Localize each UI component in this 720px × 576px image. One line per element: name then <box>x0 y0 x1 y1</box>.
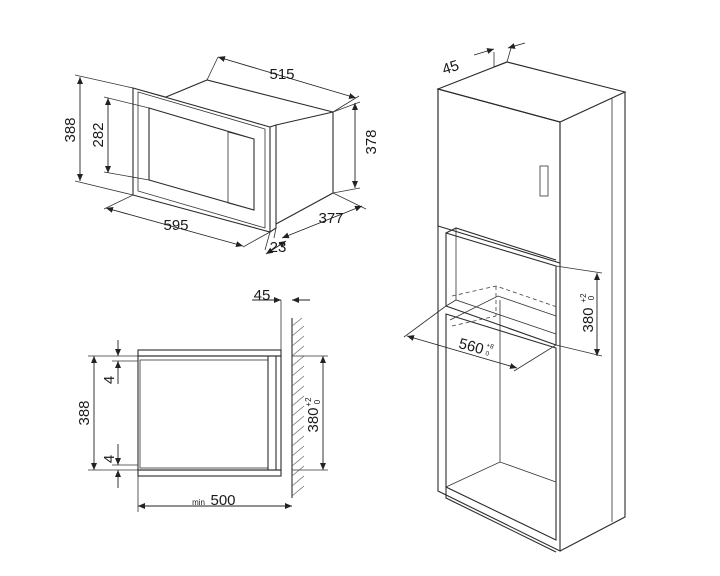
width-515-label: 515 <box>269 66 294 83</box>
side-section-view <box>137 317 305 498</box>
cabinet-top <box>436 61 627 123</box>
lower-compartment <box>445 313 557 541</box>
dimension-height-282: 282 <box>90 96 150 181</box>
width-595-label: 595 <box>163 217 188 234</box>
niche-560-label: 560 <box>457 335 486 358</box>
side-niche-tol-plus: +2 <box>304 397 313 407</box>
dimension-side-45: 45 <box>440 42 526 78</box>
wall-hatching <box>291 317 305 497</box>
right-niche-tol-minus: 0 <box>587 295 596 300</box>
height-388-label: 388 <box>62 117 79 142</box>
dimension-niche-560: 560 +8 0 <box>403 305 557 372</box>
min-500-label: 500 <box>210 492 235 509</box>
bottom-shelf <box>137 469 282 477</box>
offset-45-label: 45 <box>254 287 271 304</box>
dimension-height-378: 378 <box>332 101 380 194</box>
height-282-label: 282 <box>90 122 107 147</box>
upper-door <box>437 88 561 264</box>
dimension-offset-45-bottom: 45 <box>252 287 310 350</box>
min-prefix-label: min <box>192 498 205 507</box>
dimension-niche-380-right: 380 +2 0 <box>555 265 603 357</box>
door-handle <box>539 165 549 197</box>
gap-top-4-label: 4 <box>101 376 118 384</box>
dimension-width-595: 595 <box>103 194 271 248</box>
dimension-height-388: 388 <box>62 74 134 196</box>
dimension-niche-380-side: 380 +2 0 <box>292 355 328 471</box>
niche-560-tol-minus: 0 <box>484 350 490 358</box>
dimension-gap-4-bottom: 4 <box>101 444 138 488</box>
right-niche-380-label: 380 <box>580 307 597 332</box>
cabinet-front <box>437 88 561 552</box>
niche-560-tol-plus: +8 <box>485 342 494 351</box>
side-height-388-label: 388 <box>76 400 93 425</box>
side-niche-tol-minus: 0 <box>313 399 322 404</box>
dimension-height-388-side: 388 <box>76 355 138 471</box>
dimension-depth-23: 23 <box>264 231 287 256</box>
dimension-min-500: min 500 <box>137 476 292 512</box>
side-45-label: 45 <box>440 57 461 78</box>
gap-bottom-4-label: 4 <box>101 455 118 463</box>
cabinet-side <box>559 92 626 552</box>
appliance-side-body <box>137 355 282 471</box>
appliance-window <box>148 107 255 211</box>
dimension-width-515: 515 <box>206 56 360 113</box>
depth-23-label: 23 <box>270 239 287 256</box>
side-niche-380-label: 380 <box>305 407 322 432</box>
appliance-isometric <box>132 79 334 233</box>
height-378-label: 378 <box>363 129 380 154</box>
dimension-gap-4-top: 4 <box>101 340 138 384</box>
depth-377-label: 377 <box>318 210 343 227</box>
dimension-depth-377: 377 <box>273 192 367 239</box>
top-shelf <box>137 349 282 357</box>
right-niche-tol-plus: +2 <box>579 293 588 303</box>
